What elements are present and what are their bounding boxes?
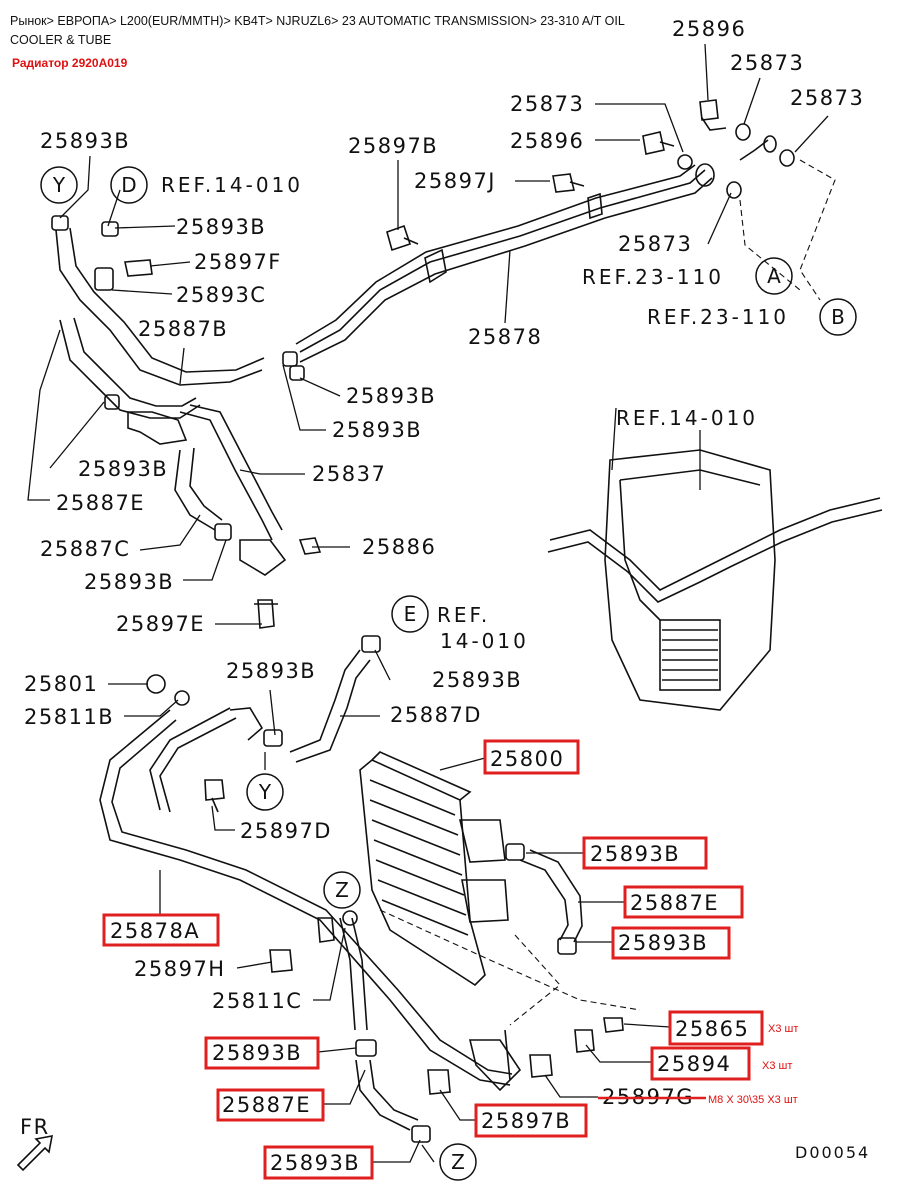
ref-23-110-b: REF.23-110 — [647, 305, 789, 329]
callout-a: A — [767, 264, 781, 288]
ref-14-010-top: REF.14-010 — [161, 173, 303, 197]
part-label[interactable]: 25873 — [790, 86, 864, 110]
part-label[interactable]: 25887B — [138, 317, 228, 341]
oil-cooler-assembly — [99, 159, 836, 1143]
highlight-boxes — [102, 739, 764, 1180]
highlight-box — [483, 739, 580, 775]
part-label[interactable]: 25887E — [222, 1093, 311, 1117]
part-label[interactable]: 25811C — [212, 989, 302, 1013]
part-label[interactable]: 25878 — [468, 325, 542, 349]
callout-b: B — [831, 305, 845, 329]
part-label[interactable]: 25897H — [134, 957, 226, 981]
part-label[interactable]: 25887E — [56, 491, 145, 515]
callout-z2: Z — [451, 1150, 465, 1174]
part-label[interactable]: 25887C — [40, 537, 130, 561]
part-label[interactable]: 25893B — [176, 215, 266, 239]
part-label[interactable]: 25811B — [24, 705, 114, 729]
part-label[interactable]: 25893B — [40, 129, 130, 153]
part-label[interactable]: 25897D — [240, 819, 332, 843]
part-label[interactable]: 25893B — [618, 931, 708, 955]
part-label[interactable]: 25837 — [312, 462, 386, 486]
part-label[interactable]: 25887E — [630, 891, 719, 915]
diagram-code: D00054 — [795, 1143, 870, 1162]
part-label[interactable]: 25873 — [730, 51, 804, 75]
highlight-box — [263, 1145, 374, 1180]
part-label[interactable]: 25894 — [657, 1052, 731, 1076]
ref-14-010-e-line2: 14-010 — [440, 629, 529, 653]
part-label[interactable]: 25893B — [590, 842, 680, 866]
part-label[interactable]: 25897E — [116, 612, 205, 636]
leader-lines — [27, 43, 829, 1163]
highlight-box — [611, 926, 731, 960]
reference-labels: REF.14-010 REF.23-110 REF.23-110 REF.14-… — [161, 173, 789, 653]
part-label[interactable]: 25893B — [270, 1151, 360, 1175]
callout-e: E — [404, 602, 417, 626]
highlight-box — [204, 1036, 320, 1070]
part-label[interactable]: 25897B — [348, 134, 438, 158]
part-label[interactable]: 25893B — [226, 659, 316, 683]
callout-z: Z — [335, 878, 349, 902]
ref-14-010-mid: REF.14-010 — [616, 406, 758, 430]
direction-label: FR — [20, 1115, 50, 1139]
part-label[interactable]: 25893B — [432, 668, 522, 692]
front-arrow-icon: FR — [16, 1115, 54, 1172]
part-label[interactable]: 25897B — [481, 1109, 571, 1133]
part-label[interactable]: 25893B — [332, 418, 422, 442]
size-note-25897g: M8 X 30\35 Х3 шт — [708, 1094, 798, 1106]
part-label[interactable]: 25873 — [510, 92, 584, 116]
part-label[interactable]: 25865 — [675, 1017, 749, 1041]
part-label[interactable]: 25896 — [510, 129, 584, 153]
part-label[interactable]: 25893B — [212, 1041, 302, 1065]
callout-y2: Y — [258, 780, 272, 804]
part-label[interactable]: 25893B — [78, 457, 168, 481]
highlight-box — [216, 1088, 325, 1122]
part-label[interactable]: 25897J — [414, 169, 496, 193]
highlight-box — [582, 836, 708, 870]
part-label[interactable]: 25800 — [490, 747, 564, 771]
part-label[interactable]: 25893C — [176, 283, 266, 307]
highlight-box — [102, 913, 220, 947]
highlight-box — [474, 1103, 588, 1138]
highlight-box — [650, 1046, 751, 1081]
breadcrumb: Рынок> ЕВРОПА> L200(EUR/MMTH)> KB4T> NJR… — [10, 14, 625, 47]
callout-d: D — [121, 173, 136, 197]
part-label[interactable]: 25886 — [362, 535, 436, 559]
part-label[interactable]: 25893B — [346, 384, 436, 408]
part-label[interactable]: 25887D — [390, 703, 482, 727]
callout-circles: Y D A B E Y Z Z — [40, 166, 857, 1181]
part-label[interactable]: 25801 — [24, 672, 98, 696]
highlight-box — [668, 1010, 764, 1046]
callout-y: Y — [52, 173, 66, 197]
ref-23-110-a: REF.23-110 — [582, 265, 724, 289]
part-label[interactable]: 25878A — [110, 919, 200, 943]
radiator-note: Радиатор 2920A019 — [12, 56, 128, 70]
highlight-box — [623, 885, 744, 919]
radiator-reference-sketch — [547, 449, 883, 711]
qty-note-25865: Х3 шт — [768, 1023, 798, 1035]
part-label[interactable]: 25873 — [618, 232, 692, 256]
part-labels: 25896 25873 25873 25873 25896 25897J 258… — [24, 17, 864, 1175]
part-label[interactable]: 25893B — [84, 570, 174, 594]
qty-note-25894: Х3 шт — [762, 1060, 792, 1072]
ref-14-010-e-line1: REF. — [437, 603, 490, 627]
part-label[interactable]: 25897F — [194, 250, 282, 274]
part-label[interactable]: 25896 — [672, 17, 746, 41]
